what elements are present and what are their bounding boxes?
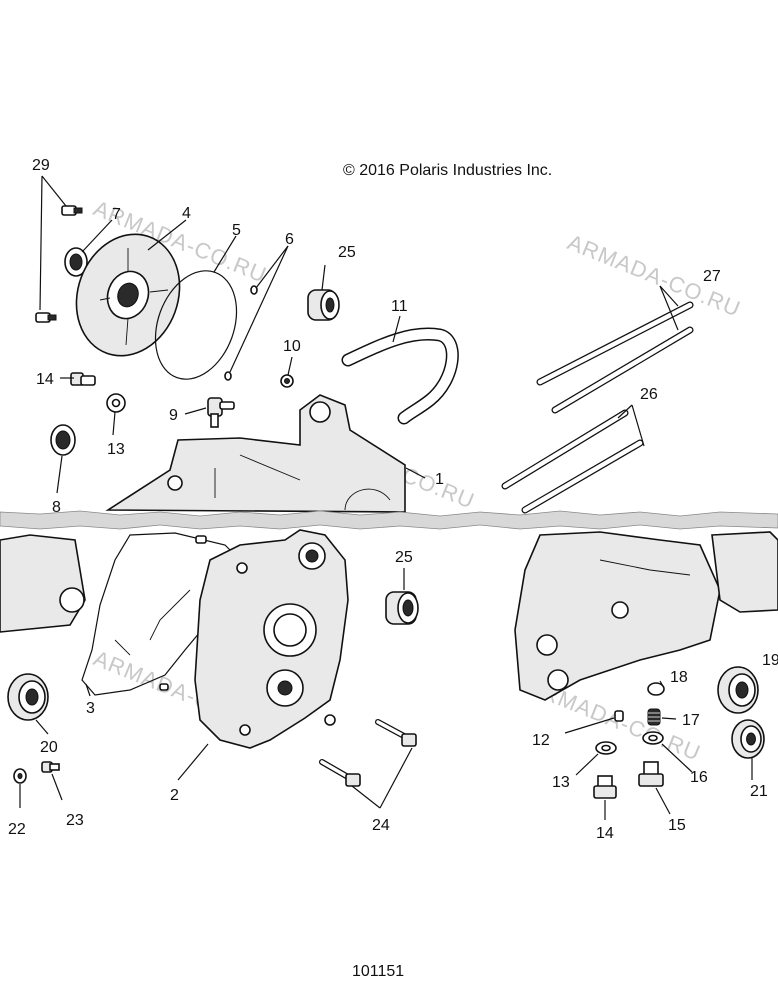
- callout-label: 20: [40, 739, 58, 756]
- crankcase-half-part: [0, 534, 86, 633]
- callout-label: 29: [32, 157, 50, 174]
- callout-label: 17: [682, 712, 700, 729]
- leader-lines: [19, 175, 753, 820]
- gasket-part: [81, 532, 241, 696]
- callout-label: 18: [670, 669, 688, 686]
- callout-label: 14: [36, 371, 54, 388]
- dowel-pin-part: [159, 683, 169, 691]
- callout-label: 14: [596, 825, 614, 842]
- dowel-pin-part: [195, 535, 207, 544]
- cover-plate-part: [75, 233, 181, 357]
- callout-label: 12: [532, 732, 550, 749]
- callout-label: 27: [703, 268, 721, 285]
- callout-label: 11: [391, 298, 408, 315]
- seal-part: [64, 247, 88, 277]
- washer-part: [13, 768, 27, 784]
- drain-plug-part: [638, 761, 664, 787]
- callout-label: 15: [668, 817, 686, 834]
- callout-label: 7: [112, 206, 121, 223]
- drain-plug-part: [70, 372, 96, 386]
- bearing-part: [307, 289, 340, 321]
- callout-label: 1: [435, 471, 444, 488]
- screw-part: [35, 205, 83, 323]
- figure-number: 101151: [352, 963, 404, 980]
- crankcase-half-part: [105, 394, 406, 513]
- callout-label: 25: [395, 549, 413, 566]
- crankcase-part: [194, 529, 349, 749]
- callout-label: 8: [52, 499, 61, 516]
- callout-label: 16: [690, 769, 708, 786]
- callout-label: 5: [232, 222, 241, 239]
- cap-part: [647, 682, 665, 696]
- callout-label: 22: [8, 821, 26, 838]
- stud-part: [536, 301, 694, 414]
- clip-part: [280, 374, 294, 388]
- seal-part: [50, 424, 76, 456]
- callout-label: 6: [285, 231, 294, 248]
- callout-label: 24: [372, 817, 390, 834]
- callout-label: 19: [762, 652, 778, 669]
- hose-inner: [343, 329, 458, 423]
- ball-bearing-part: [717, 666, 759, 714]
- washer-part: [642, 731, 664, 745]
- copyright-text: © 2016 Polaris Industries Inc.: [343, 162, 552, 179]
- bolt-part: [319, 719, 417, 787]
- small-o-ring-part: [224, 285, 258, 381]
- fitting-part: [207, 397, 235, 428]
- stud-part: [501, 409, 644, 514]
- case-bore: [59, 587, 85, 613]
- callout-label: 13: [107, 441, 125, 458]
- callout-label: 3: [86, 700, 95, 717]
- bolt-part: [41, 761, 60, 773]
- callout-label: 23: [66, 812, 84, 829]
- ball-bearing-part: [731, 719, 765, 759]
- bearing-part: [385, 591, 419, 625]
- callout-label: 9: [169, 407, 178, 424]
- callout-label: 25: [338, 244, 356, 261]
- hose-part: [341, 327, 459, 425]
- crankcase-half-part: [514, 531, 778, 701]
- callout-label: 13: [552, 774, 570, 791]
- pin-part: [614, 710, 624, 722]
- torn-strip: [0, 510, 778, 530]
- callout-label: 10: [283, 338, 301, 355]
- gasket-inner: [114, 589, 191, 656]
- o-ring-part: [154, 270, 238, 380]
- callout-label: 4: [182, 205, 191, 222]
- spring-part: [647, 708, 661, 726]
- callout-label: 26: [640, 386, 658, 403]
- ball-bearing-part: [7, 673, 49, 721]
- washer-part: [106, 393, 126, 413]
- callout-label: 21: [750, 783, 768, 800]
- callouts: 29 7 4 5 6 25 11 27 14 13 10 9 1 26 8 25…: [8, 157, 778, 842]
- washer-part: [595, 741, 617, 755]
- drain-plug-part: [593, 775, 617, 799]
- callout-label: 2: [170, 787, 179, 804]
